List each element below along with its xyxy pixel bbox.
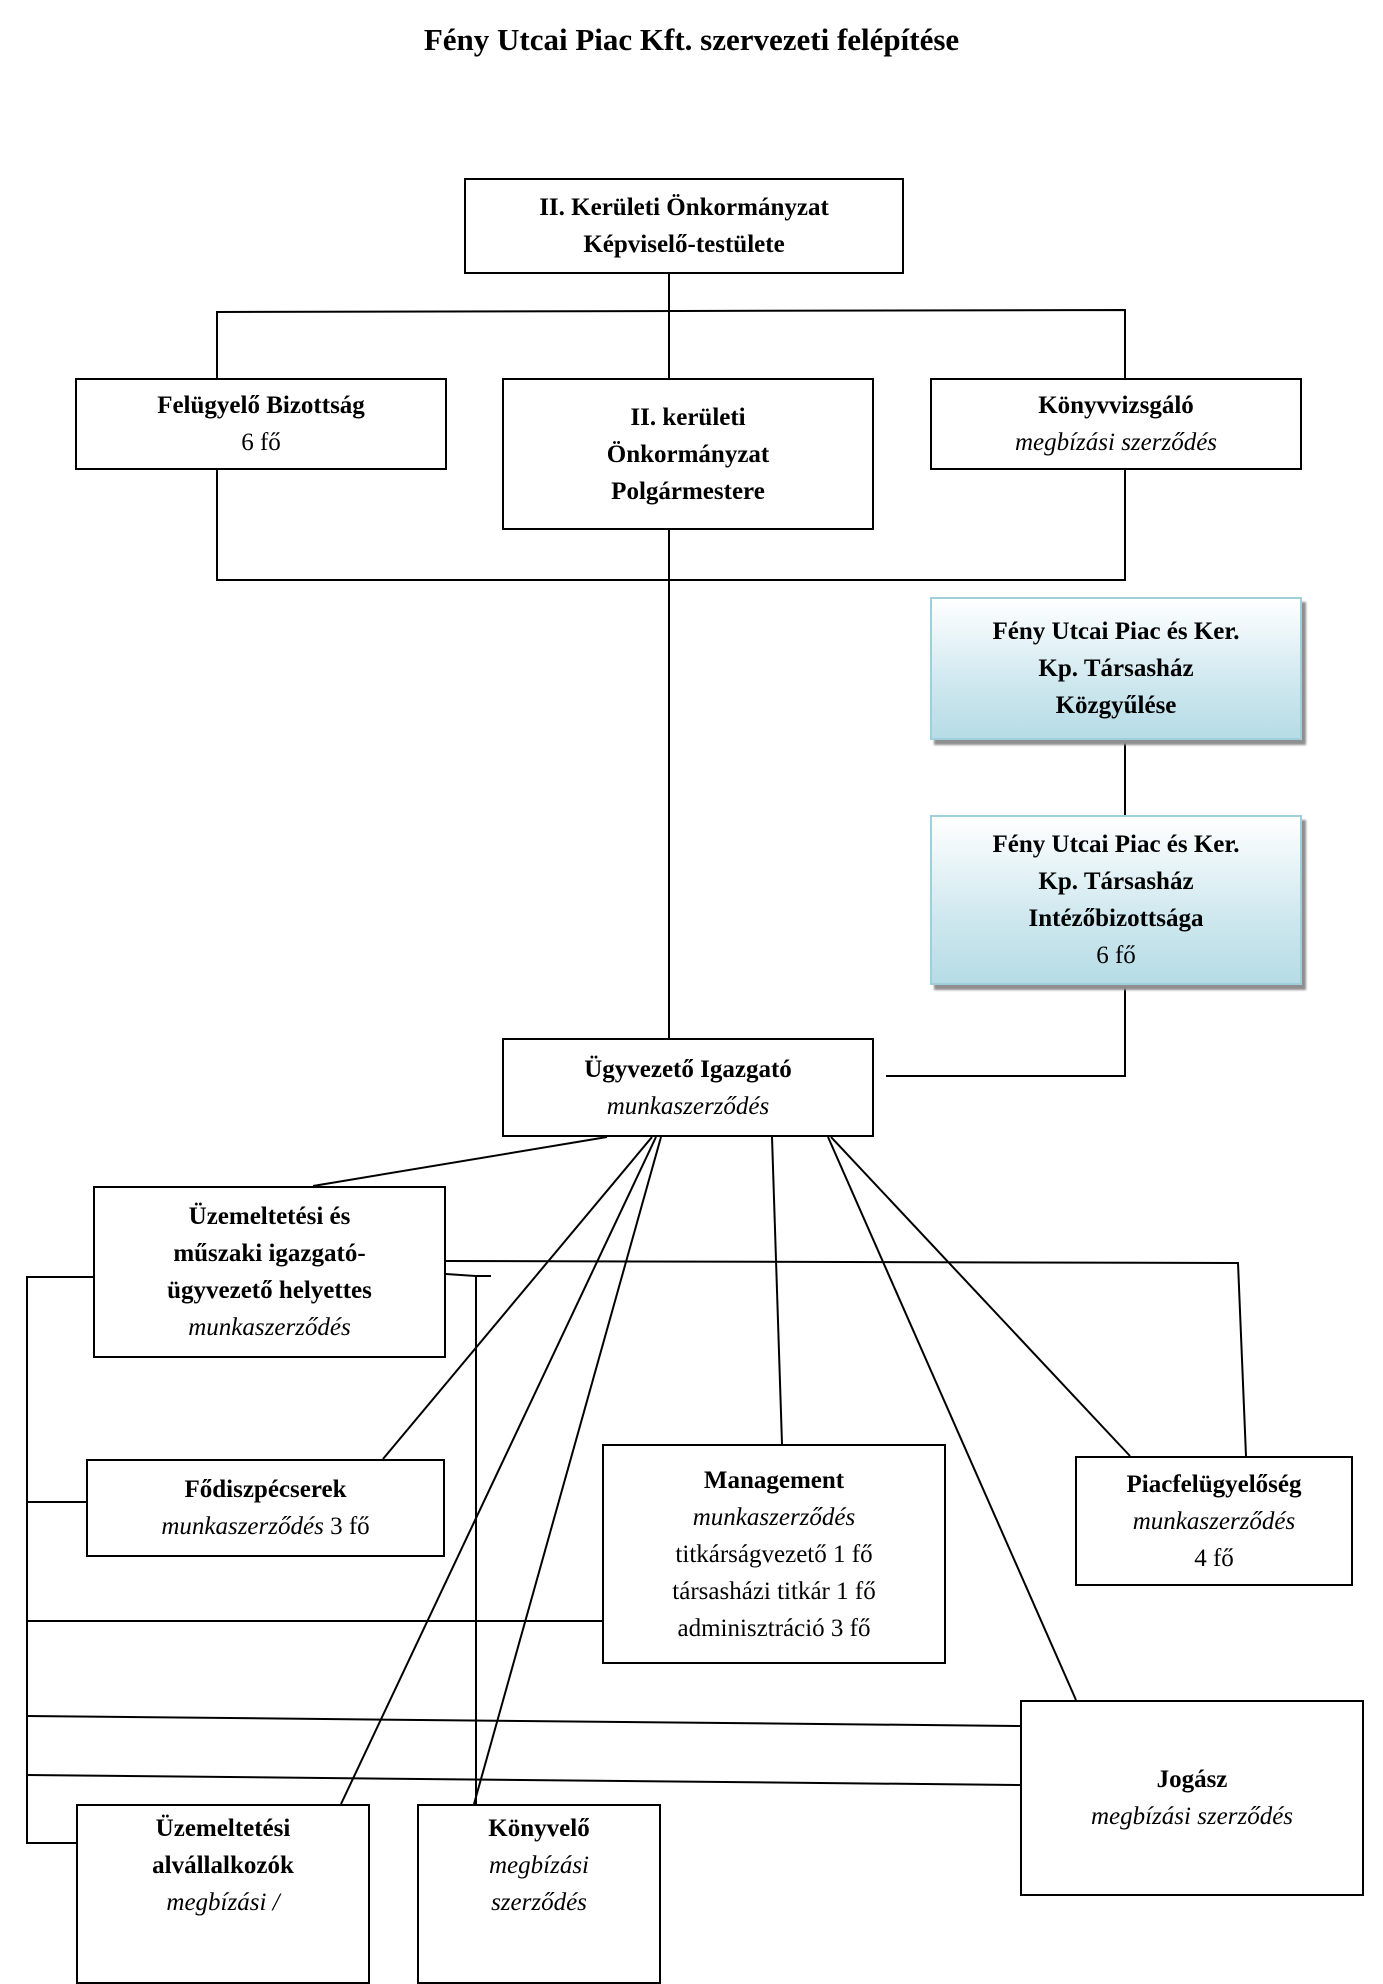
connector-operations-market — [445, 1260, 1247, 1457]
dispatchers-contract: munkaszerződés — [161, 1513, 324, 1540]
market-name: Piacfelügyelőség — [1126, 1470, 1302, 1498]
connector-ceo-operations — [312, 1136, 608, 1187]
subcontractors-contract: megbízási / — [166, 1889, 280, 1916]
mayor-line3: Polgármestere — [611, 477, 765, 505]
operations-line3: ügyvezető helyettes — [167, 1277, 372, 1304]
ceo-contract: munkaszerződés — [606, 1092, 770, 1120]
connector-ceo-market — [830, 1136, 1131, 1457]
management-committee-box: Fény Utcai Piac és Ker. Kp. Társasház In… — [930, 815, 1302, 985]
committee-line2: Kp. Társasház — [1038, 868, 1194, 895]
connector-top-bracket — [216, 308, 1126, 378]
management-item-administration: adminisztráció 3 fő — [677, 1614, 871, 1642]
supervisory-board-count: 6 fő — [241, 429, 281, 456]
council-box: II. Kerületi Önkormányzat Képviselő-test… — [464, 178, 904, 274]
subcontractors-line2: alvállalkozók — [152, 1852, 294, 1879]
operations-line1: Üzemeltetési és — [188, 1203, 351, 1230]
council-line2: Képviselő-testülete — [583, 231, 785, 258]
management-box: Management munkaszerződés titkárságvezet… — [602, 1444, 946, 1664]
connector-ceo-dispatchers — [382, 1136, 653, 1460]
management-name: Management — [703, 1466, 845, 1494]
market-supervision-box: Piacfelügyelőség munkaszerződés 4 fő — [1075, 1456, 1353, 1586]
page-title: Fény Utcai Piac Kft. szervezeti felépíté… — [423, 22, 960, 57]
lawyer-contract: megbízási szerződés — [1090, 1803, 1294, 1830]
subcontractors-line1: Üzemeltetési — [155, 1815, 291, 1842]
management-contract: munkaszerződés — [692, 1503, 856, 1531]
committee-count: 6 fő — [1096, 942, 1136, 969]
connector-ceo-management — [771, 1136, 783, 1445]
dispatchers-detail: munkaszerződés 3 fő — [161, 1508, 369, 1545]
ceo-box: Ügyvezető Igazgató munkaszerződés — [502, 1038, 874, 1137]
committee-line1: Fény Utcai Piac és Ker. — [992, 831, 1240, 858]
assembly-line1: Fény Utcai Piac és Ker. — [992, 618, 1240, 645]
dispatchers-name: Fődiszpécserek — [184, 1476, 347, 1503]
management-item-condo-secretary: társasházi titkár 1 fő — [672, 1577, 876, 1605]
connector-bus-lawyer-1 — [26, 1715, 1021, 1727]
supervisory-board-name: Felügyelő Bizottság — [157, 392, 365, 419]
mayor-box: II. kerületi Önkormányzat Polgármestere — [502, 378, 874, 530]
lawyer-box: Jogász megbízási szerződés — [1020, 1700, 1364, 1896]
subcontractors-box: Üzemeltetési alvállalkozók megbízási / — [76, 1804, 370, 1984]
accountant-box: Könyvelő megbízási szerződés — [417, 1804, 661, 1984]
market-contract: munkaszerződés — [1132, 1507, 1296, 1535]
assembly-line3: Közgyűlése — [1055, 692, 1177, 719]
connector-ceo-lawyer — [827, 1136, 1077, 1701]
dispatchers-count: 3 fő — [323, 1513, 370, 1540]
committee-line3: Intézőbizottsága — [1028, 905, 1204, 932]
accountant-name: Könyvelő — [488, 1815, 590, 1842]
lawyer-name: Jogász — [1156, 1766, 1228, 1793]
operations-contract: munkaszerződés — [188, 1314, 351, 1341]
auditor-contract: megbízási szerződés — [1014, 429, 1218, 456]
auditor-box: Könyvvizsgáló megbízási szerződés — [930, 378, 1302, 470]
mayor-line2: Önkormányzat — [606, 440, 770, 468]
connector-ceo-subcontractors — [340, 1136, 657, 1805]
mayor-line1: II. kerületi — [630, 403, 746, 431]
chief-dispatchers-box: Fődiszpécserek munkaszerződés 3 fő — [86, 1459, 445, 1557]
connector-operations-left-bus — [26, 1276, 93, 1844]
assembly-line2: Kp. Társasház — [1038, 655, 1194, 682]
market-count: 4 fő — [1194, 1544, 1234, 1572]
operations-director-box: Üzemeltetési és műszaki igazgató- ügyvez… — [93, 1186, 446, 1358]
connector-bus-lawyer-2 — [26, 1774, 1021, 1786]
connector-ceo-accountant — [473, 1136, 662, 1805]
supervisory-board-box: Felügyelő Bizottság 6 fő — [75, 378, 447, 470]
operations-line2: műszaki igazgató- — [173, 1240, 366, 1267]
ceo-name: Ügyvezető Igazgató — [584, 1055, 792, 1083]
council-line1: II. Kerületi Önkormányzat — [539, 194, 829, 221]
connector-bottom-bracket — [216, 468, 1126, 581]
condominium-assembly-box: Fény Utcai Piac és Ker. Kp. Társasház Kö… — [930, 597, 1302, 740]
connector-committee-ceo — [886, 985, 1126, 1077]
management-item-secretary-head: titkárságvezető 1 fő — [675, 1540, 873, 1568]
accountant-contract-line1: megbízási — [489, 1852, 589, 1879]
auditor-name: Könyvvizsgáló — [1038, 392, 1194, 419]
accountant-contract-line2: szerződés — [491, 1889, 587, 1916]
